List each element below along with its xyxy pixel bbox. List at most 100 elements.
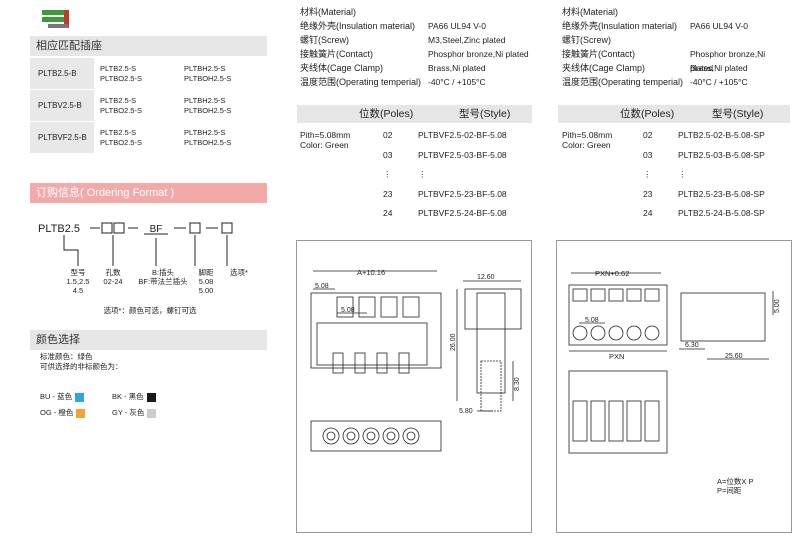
right-table-header: 位数(Poles) 型号(Style) bbox=[558, 105, 790, 123]
contact-slot bbox=[626, 400, 642, 442]
pin-slot bbox=[380, 296, 398, 318]
rdim-c: PXN bbox=[609, 352, 624, 361]
pin-top bbox=[608, 288, 624, 302]
style-code: PLTB2.5-23-B-5.08-SP bbox=[678, 188, 765, 199]
contact-slot bbox=[572, 400, 588, 442]
color-option: BU - 蓝色 bbox=[40, 389, 112, 405]
mid-color: Color: Green bbox=[300, 140, 349, 150]
style-code: PLTBVF2.5-02-BF-5.08 bbox=[418, 130, 507, 140]
style-code: PLTBVF2.5-24-BF-5.08 bbox=[418, 208, 507, 218]
color-option: BK - 黑色 bbox=[112, 389, 184, 405]
spec-value: PA66 UL94 V-0 bbox=[690, 21, 748, 31]
spec-key: 温度范围(Operating temperial) bbox=[300, 77, 422, 87]
spec-row: 材料(Material) bbox=[562, 5, 790, 19]
match-name: PLTB2.5-B bbox=[30, 58, 94, 89]
screw-head bbox=[346, 431, 356, 441]
pole-count: ⋮ bbox=[643, 169, 652, 179]
match-item: PLTBOH2.5-S bbox=[184, 137, 232, 147]
color-option: OG - 橙色 bbox=[40, 405, 112, 421]
match-item: PLTBO2.5-S bbox=[100, 105, 142, 115]
pole-row: 02 PLTB2.5-02-B-5.08-SP bbox=[640, 126, 795, 146]
match-item: PLTB2.5-S bbox=[100, 127, 137, 137]
pole-count: 02 bbox=[643, 130, 653, 140]
screw-hole bbox=[342, 427, 360, 445]
pole-count: 24 bbox=[643, 208, 653, 218]
label-type: B:插头 BF:带法兰插头 bbox=[138, 268, 188, 286]
label-pitch: 脚距 5.08 5.00 bbox=[198, 268, 214, 295]
spec-row: 材料(Material) bbox=[300, 5, 532, 19]
color-swatch bbox=[147, 408, 157, 418]
color-label: OG - 橙色 bbox=[40, 408, 74, 417]
pin-leg bbox=[332, 352, 344, 374]
order-box-3 bbox=[189, 222, 201, 234]
connector-logo-icon bbox=[42, 10, 69, 28]
match-item: PLTBOH2.5-S bbox=[184, 105, 232, 115]
style-code: ⋮ bbox=[418, 169, 427, 179]
match-section-title: 相应匹配插座 bbox=[30, 36, 267, 56]
pole-row: ⋮⋮ bbox=[640, 165, 795, 185]
mid-pitch: Pith=5.08mm bbox=[300, 130, 351, 140]
style-code: ⋮ bbox=[678, 169, 687, 179]
style-code: PLTB2.5-24-B-5.08-SP bbox=[678, 208, 765, 218]
dim-b: 5.08 bbox=[315, 283, 329, 290]
mid-drawing: A+10.16 5.08 5.08 12.60 26.00 8.30 5.80 bbox=[296, 240, 532, 533]
spec-value: -40°C / +105°C bbox=[690, 77, 748, 87]
pole-row: 24 PLTB2.5-24-B-5.08-SP bbox=[640, 204, 795, 224]
label-holes: 孔数 02-24 bbox=[103, 268, 123, 286]
spec-row: 夹线体(Cage Clamp)Brass,Ni plated bbox=[562, 61, 790, 75]
rdim-b: 5.08 bbox=[585, 317, 599, 324]
color-alternates: 可供选择的非标颜色为： bbox=[40, 362, 123, 371]
pole-row: 23 PLTB2.5-23-B-5.08-SP bbox=[640, 185, 795, 205]
mid-drawing-svg: A+10.16 5.08 5.08 12.60 26.00 8.30 5.80 bbox=[310, 268, 522, 452]
dim-a: A+10.16 bbox=[357, 268, 385, 277]
pole-count: 23 bbox=[643, 188, 653, 199]
spec-key: 材料(Material) bbox=[562, 7, 619, 17]
option-note: 选项*：颜色可选，螺钉可选 bbox=[103, 306, 197, 315]
right-color: Color: Green bbox=[562, 140, 611, 150]
spec-key: 螺钉(Screw) bbox=[300, 35, 349, 45]
rdim-d: 5.00 bbox=[774, 299, 781, 313]
color-label: GY - 灰色 bbox=[112, 408, 145, 417]
spec-row: 温度范围(Operating temperial)-40°C / +105°C bbox=[562, 75, 790, 89]
order-box-1 bbox=[101, 222, 113, 234]
right-note-2: P=间距 bbox=[717, 486, 742, 495]
mid-specs: 材料(Material)绝缘外壳(Insulation material)PA6… bbox=[300, 5, 532, 89]
screw-hole bbox=[322, 427, 340, 445]
screw-head bbox=[326, 431, 336, 441]
right-drawing: PXN+0.62 5.08 PXN 5.00 6.30 25.60 A=位数X … bbox=[556, 240, 792, 533]
dim-g: 5.80 bbox=[459, 408, 473, 415]
order-box-4 bbox=[221, 222, 233, 234]
rdim-a: PXN+0.62 bbox=[595, 269, 629, 278]
color-swatch bbox=[146, 392, 156, 402]
pole-count: 03 bbox=[643, 149, 653, 160]
rdim-e: 6.30 bbox=[685, 342, 699, 349]
spec-value: M3,Steel,Zinc plated bbox=[428, 35, 506, 45]
order-b: B bbox=[153, 222, 160, 223]
pin-hole bbox=[626, 325, 642, 341]
pin-hole bbox=[590, 325, 606, 341]
contact-slot bbox=[608, 400, 624, 442]
match-item: PLTBO2.5-S bbox=[100, 73, 142, 83]
spec-value: Brass,Ni plated bbox=[428, 63, 486, 73]
mid-poles-label: 位数(Poles) bbox=[359, 108, 414, 120]
pole-count: 03 bbox=[383, 149, 393, 160]
style-code: PLTB2.5-02-B-5.08-SP bbox=[678, 130, 765, 140]
match-item: PLTBH2.5-S bbox=[184, 63, 226, 73]
match-item: PLTB2.5-S bbox=[100, 63, 137, 73]
color-swatch bbox=[76, 408, 86, 418]
ordering-format: PLTB2.5 B BF bbox=[38, 212, 268, 325]
match-item: PLTBH2.5-S bbox=[184, 127, 226, 137]
dim-f: 8.30 bbox=[514, 377, 521, 391]
order-prefix: PLTB2.5 bbox=[38, 223, 80, 235]
pin-top bbox=[644, 288, 660, 302]
spec-key: 材料(Material) bbox=[300, 7, 357, 17]
spec-row: 螺钉(Screw) M3,Steel,Zinc plated bbox=[300, 33, 532, 47]
